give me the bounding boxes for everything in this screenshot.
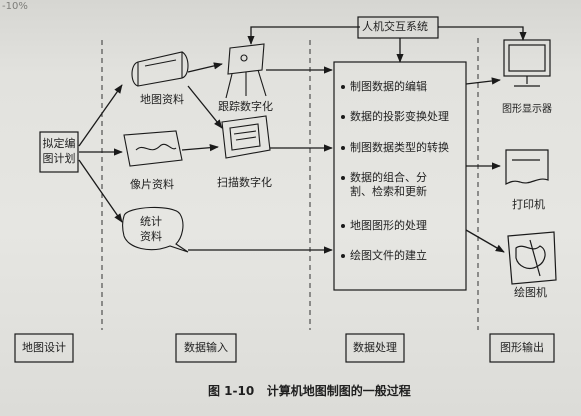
stage-label-input: 数据输入 xyxy=(184,341,228,354)
stage-label-box-processing xyxy=(345,333,405,363)
processing-step: 制图数据的编辑 xyxy=(350,80,427,93)
plotter-icon xyxy=(507,231,557,285)
connectors xyxy=(78,26,527,254)
plan-box-label: 拟定编图计划 xyxy=(42,137,76,165)
figure-caption: 图 1-10 计算机地图制图的一般过程 xyxy=(208,384,411,398)
processing-step: 制图数据类型的转换 xyxy=(350,141,449,154)
processing-step: 地图图形的处理 xyxy=(350,219,427,232)
stage-label-box-design xyxy=(14,333,74,363)
processing-bullet xyxy=(341,85,345,89)
stage-label-box-output xyxy=(489,333,555,363)
processing-bullet xyxy=(341,146,345,150)
stat-bubble-label: 统计资料 xyxy=(140,215,162,243)
map-material-label: 地图资料 xyxy=(140,93,184,106)
processing-step: 绘图文件的建立 xyxy=(350,249,427,262)
arrow-map-to-scan xyxy=(187,85,223,129)
photo-material-label: 像片资料 xyxy=(130,178,174,191)
header-fragment: -10% xyxy=(2,1,28,12)
processing-bullets xyxy=(341,85,345,258)
monitor-icon xyxy=(503,39,551,87)
arrow-processing-to-plotter xyxy=(465,229,505,253)
hci-system-box xyxy=(357,16,439,39)
stage-label-design: 地图设计 xyxy=(22,341,66,354)
digitizer-icon xyxy=(225,43,267,99)
stage-label-processing: 数据处理 xyxy=(353,341,397,354)
hci-system-label: 人机交互系统 xyxy=(362,20,428,33)
boxes xyxy=(14,16,555,363)
stage-label-output: 图形输出 xyxy=(500,341,544,354)
arrow-photo-to-scan xyxy=(181,144,219,152)
processing-bullet xyxy=(341,224,345,228)
arrow-processing-to-display xyxy=(465,77,501,85)
processing-bullet xyxy=(341,176,345,180)
printer-label: 打印机 xyxy=(512,198,545,211)
photo-sheet-icon xyxy=(123,130,183,167)
display-label: 图形显示器 xyxy=(502,104,552,115)
arrow-hci-to-track xyxy=(247,26,360,45)
processing-step: 数据的组合、分割、检索和更新 xyxy=(350,171,427,198)
arrow-plan-to-stat xyxy=(78,159,123,223)
track-digitize-label: 跟踪数字化 xyxy=(218,100,273,113)
processing-box xyxy=(333,61,467,291)
stat-bubble-icon xyxy=(121,206,189,253)
plan-box xyxy=(39,131,79,173)
arrow-hci-to-display xyxy=(438,26,527,41)
processing-bullet xyxy=(341,254,345,258)
arrow-plan-to-map xyxy=(78,84,123,147)
processing-bullet xyxy=(341,115,345,119)
plotter-label: 绘图机 xyxy=(514,286,547,299)
stage-label-box-input xyxy=(175,333,237,363)
printer-icon xyxy=(505,149,549,185)
arrow-map-to-track xyxy=(187,62,223,73)
processing-step: 数据的投影变换处理 xyxy=(350,110,449,123)
map-roll-icon xyxy=(131,51,189,87)
scanner-icon xyxy=(221,115,271,159)
scan-digitize-label: 扫描数字化 xyxy=(217,176,272,189)
stage-separators xyxy=(101,38,479,330)
